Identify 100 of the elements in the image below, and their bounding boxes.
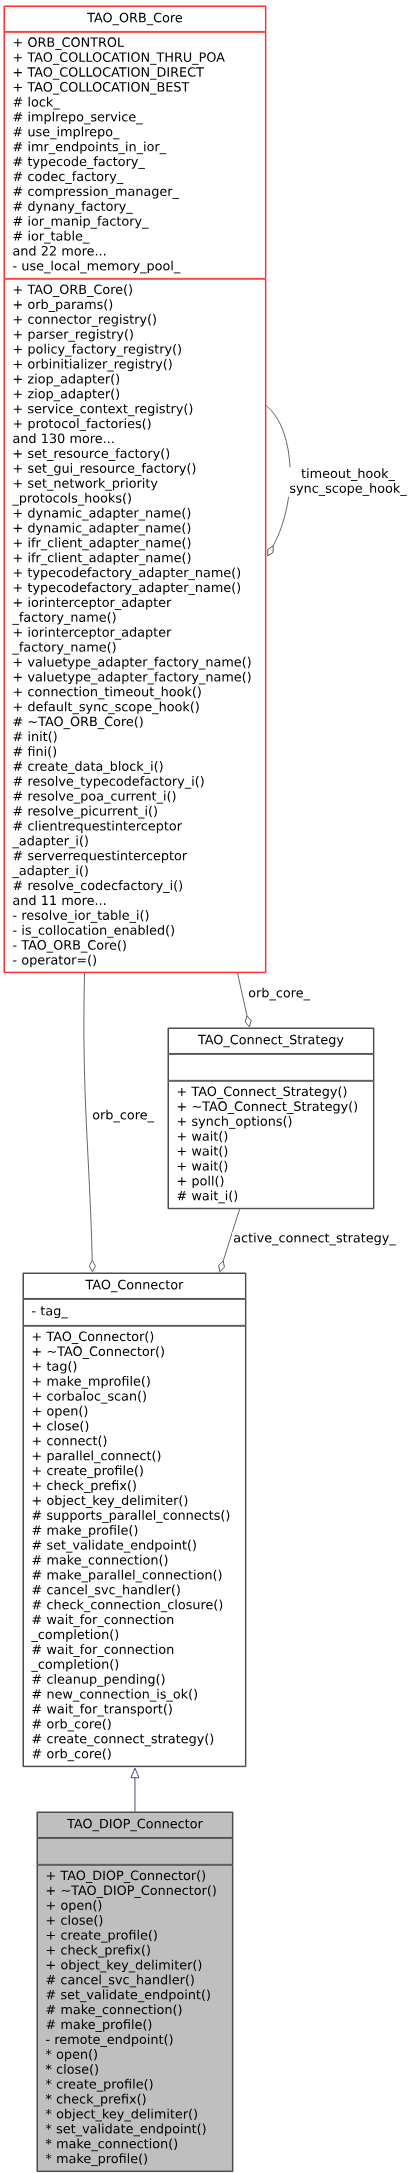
member-text: and 130 more...: [13, 433, 114, 444]
member-text: + iorinterceptor_adapter _factory_name(): [12, 597, 172, 625]
class-name: TAO_Connect_Strategy: [197, 1034, 344, 1048]
member-text: - resolve_ior_table_i(): [13, 910, 149, 923]
member-text: # cancel_svc_handler(): [46, 1974, 194, 1988]
connector-line: [130, 1767, 140, 1812]
member-text: # use_implrepo_: [13, 126, 120, 140]
member-text: + TAO_Connector(): [32, 1331, 154, 1344]
member-text: * make_connection(): [45, 2138, 178, 2152]
member-text: + make_mprofile(): [32, 1375, 150, 1389]
member-text: * check_prefix(): [45, 2093, 146, 2107]
member-text: - operator=(): [13, 954, 96, 968]
member-text: # resolve_typecodefactory_i(): [13, 775, 204, 789]
member-text: # serverrequestinterceptor _adapter_i(): [12, 850, 188, 879]
member-text: # wait_for_connection _completion(): [31, 1614, 174, 1642]
edge-label: active_connect_strategy_: [232, 1231, 397, 1247]
member-text: + open(): [46, 1900, 102, 1913]
member-text: # fini(): [13, 746, 57, 758]
member-text: # ior_table_: [13, 230, 90, 244]
member-text: * close(): [45, 2063, 98, 2076]
member-text: * make_profile(): [45, 2153, 147, 2167]
member-text: # cancel_svc_handler(): [32, 1584, 180, 1598]
member-text: # clientrequestinterceptor _adapter_i(): [12, 820, 182, 849]
member-text: + iorinterceptor_adapter _factory_name(): [12, 626, 172, 655]
member-text: + create_profile(): [46, 1929, 157, 1943]
member-text: # make_connection(): [46, 2004, 182, 2018]
member-text: + synch_options(): [177, 1116, 292, 1129]
member-text: # make_parallel_connection(): [32, 1569, 222, 1583]
member-text: + service_context_registry(): [13, 403, 193, 417]
member-text: + object_key_delimiter(): [46, 1959, 202, 1973]
class-box: [3, 5, 267, 974]
member-text: + poll(): [177, 1175, 224, 1189]
member-text: + open(): [32, 1405, 88, 1419]
class-name: TAO_Connector: [85, 1279, 184, 1293]
member-text: # init(): [13, 731, 57, 743]
member-text: - is_collocation_enabled(): [13, 924, 174, 938]
member-text: + wait(): [177, 1160, 228, 1173]
member-text: + check_prefix(): [46, 1944, 150, 1958]
member-text: + TAO_COLLOCATION_THRU_POA: [13, 52, 225, 65]
member-text: + close(): [46, 1914, 103, 1927]
member-text: + valuetype_adapter_factory_name(): [13, 671, 251, 685]
member-text: + ziop_adapter(): [13, 373, 120, 387]
member-text: # dynany_factory_: [13, 201, 133, 214]
member-text: + ifr_client_adapter_name(): [13, 552, 191, 566]
edge-label: timeout_hook_ sync_scope_hook_: [282, 467, 414, 497]
member-text: + policy_factory_registry(): [13, 343, 181, 357]
member-text: # wait_for_connection _completion(): [31, 1644, 174, 1672]
class-box: [36, 1811, 234, 2172]
member-text: + TAO_COLLOCATION_DIRECT: [13, 67, 204, 80]
member-text: # codec_factory_: [13, 171, 124, 184]
class-name: TAO_DIOP_Connector: [67, 1818, 203, 1832]
member-text: + tag(): [32, 1361, 77, 1374]
member-text: + set_resource_factory(): [13, 448, 170, 461]
member-text: * object_key_delimiter(): [45, 2108, 197, 2122]
member-text: # supports_parallel_connects(): [32, 1510, 230, 1523]
member-text: + TAO_Connect_Strategy(): [177, 1086, 347, 1099]
member-text: # wait_for_transport(): [32, 1703, 172, 1717]
member-text: # cleanup_pending(): [32, 1673, 165, 1687]
member-text: + ~TAO_DIOP_Connector(): [46, 1885, 216, 1898]
member-text: # implrepo_service_: [13, 111, 143, 125]
connector-line: [83, 972, 96, 1273]
member-text: + parallel_connect(): [32, 1450, 161, 1464]
member-text: + create_profile(): [32, 1465, 143, 1479]
member-text: # orb_core(): [32, 1718, 111, 1732]
member-text: + TAO_COLLOCATION_BEST: [13, 82, 190, 95]
member-text: # ~TAO_ORB_Core(): [13, 716, 143, 730]
member-text: + valuetype_adapter_factory_name(): [13, 656, 251, 670]
member-text: # orb_core(): [32, 1748, 111, 1762]
member-text: # set_validate_endpoint(): [32, 1539, 196, 1553]
member-text: + protocol_factories(): [13, 418, 151, 432]
member-text: + wait(): [177, 1145, 228, 1158]
member-text: # new_connection_is_ok(): [32, 1688, 197, 1702]
member-text: # create_connect_strategy(): [32, 1733, 214, 1747]
member-text: # resolve_picurrent_i(): [13, 805, 157, 819]
member-text: + check_prefix(): [32, 1480, 136, 1493]
edge-label: orb_core_: [247, 986, 311, 1002]
member-text: # imr_endpoints_in_ior_: [13, 141, 167, 155]
member-text: + set_gui_resource_factory(): [13, 463, 196, 476]
member-text: # typecode_factory_: [13, 156, 145, 170]
member-text: + typecodefactory_adapter_name(): [13, 582, 241, 595]
member-text: + wait(): [177, 1130, 228, 1143]
class-box: [167, 1027, 375, 1210]
member-text: + ~TAO_Connect_Strategy(): [177, 1101, 358, 1114]
member-text: and 11 more...: [13, 895, 106, 906]
member-text: + ziop_adapter(): [13, 388, 120, 402]
member-text: + TAO_ORB_Core(): [13, 284, 132, 297]
connector-line: [218, 1208, 240, 1273]
member-text: # set_validate_endpoint(): [46, 1989, 210, 2003]
member-text: + orb_params(): [13, 299, 113, 312]
member-text: - TAO_ORB_Core(): [13, 939, 126, 953]
member-text: + dynamic_adapter_name(): [13, 522, 191, 536]
member-text: - tag_: [32, 1306, 68, 1319]
member-text: + connect(): [32, 1435, 107, 1447]
member-text: + connection_timeout_hook(): [13, 686, 201, 700]
member-text: + orbinitializer_registry(): [13, 358, 172, 372]
member-text: # ior_manip_factory_: [13, 215, 149, 229]
member-text: # resolve_codecfactory_i(): [13, 880, 183, 893]
member-text: + close(): [32, 1420, 89, 1433]
member-text: # make_profile(): [32, 1524, 138, 1538]
member-text: + ifr_client_adapter_name(): [13, 537, 191, 551]
